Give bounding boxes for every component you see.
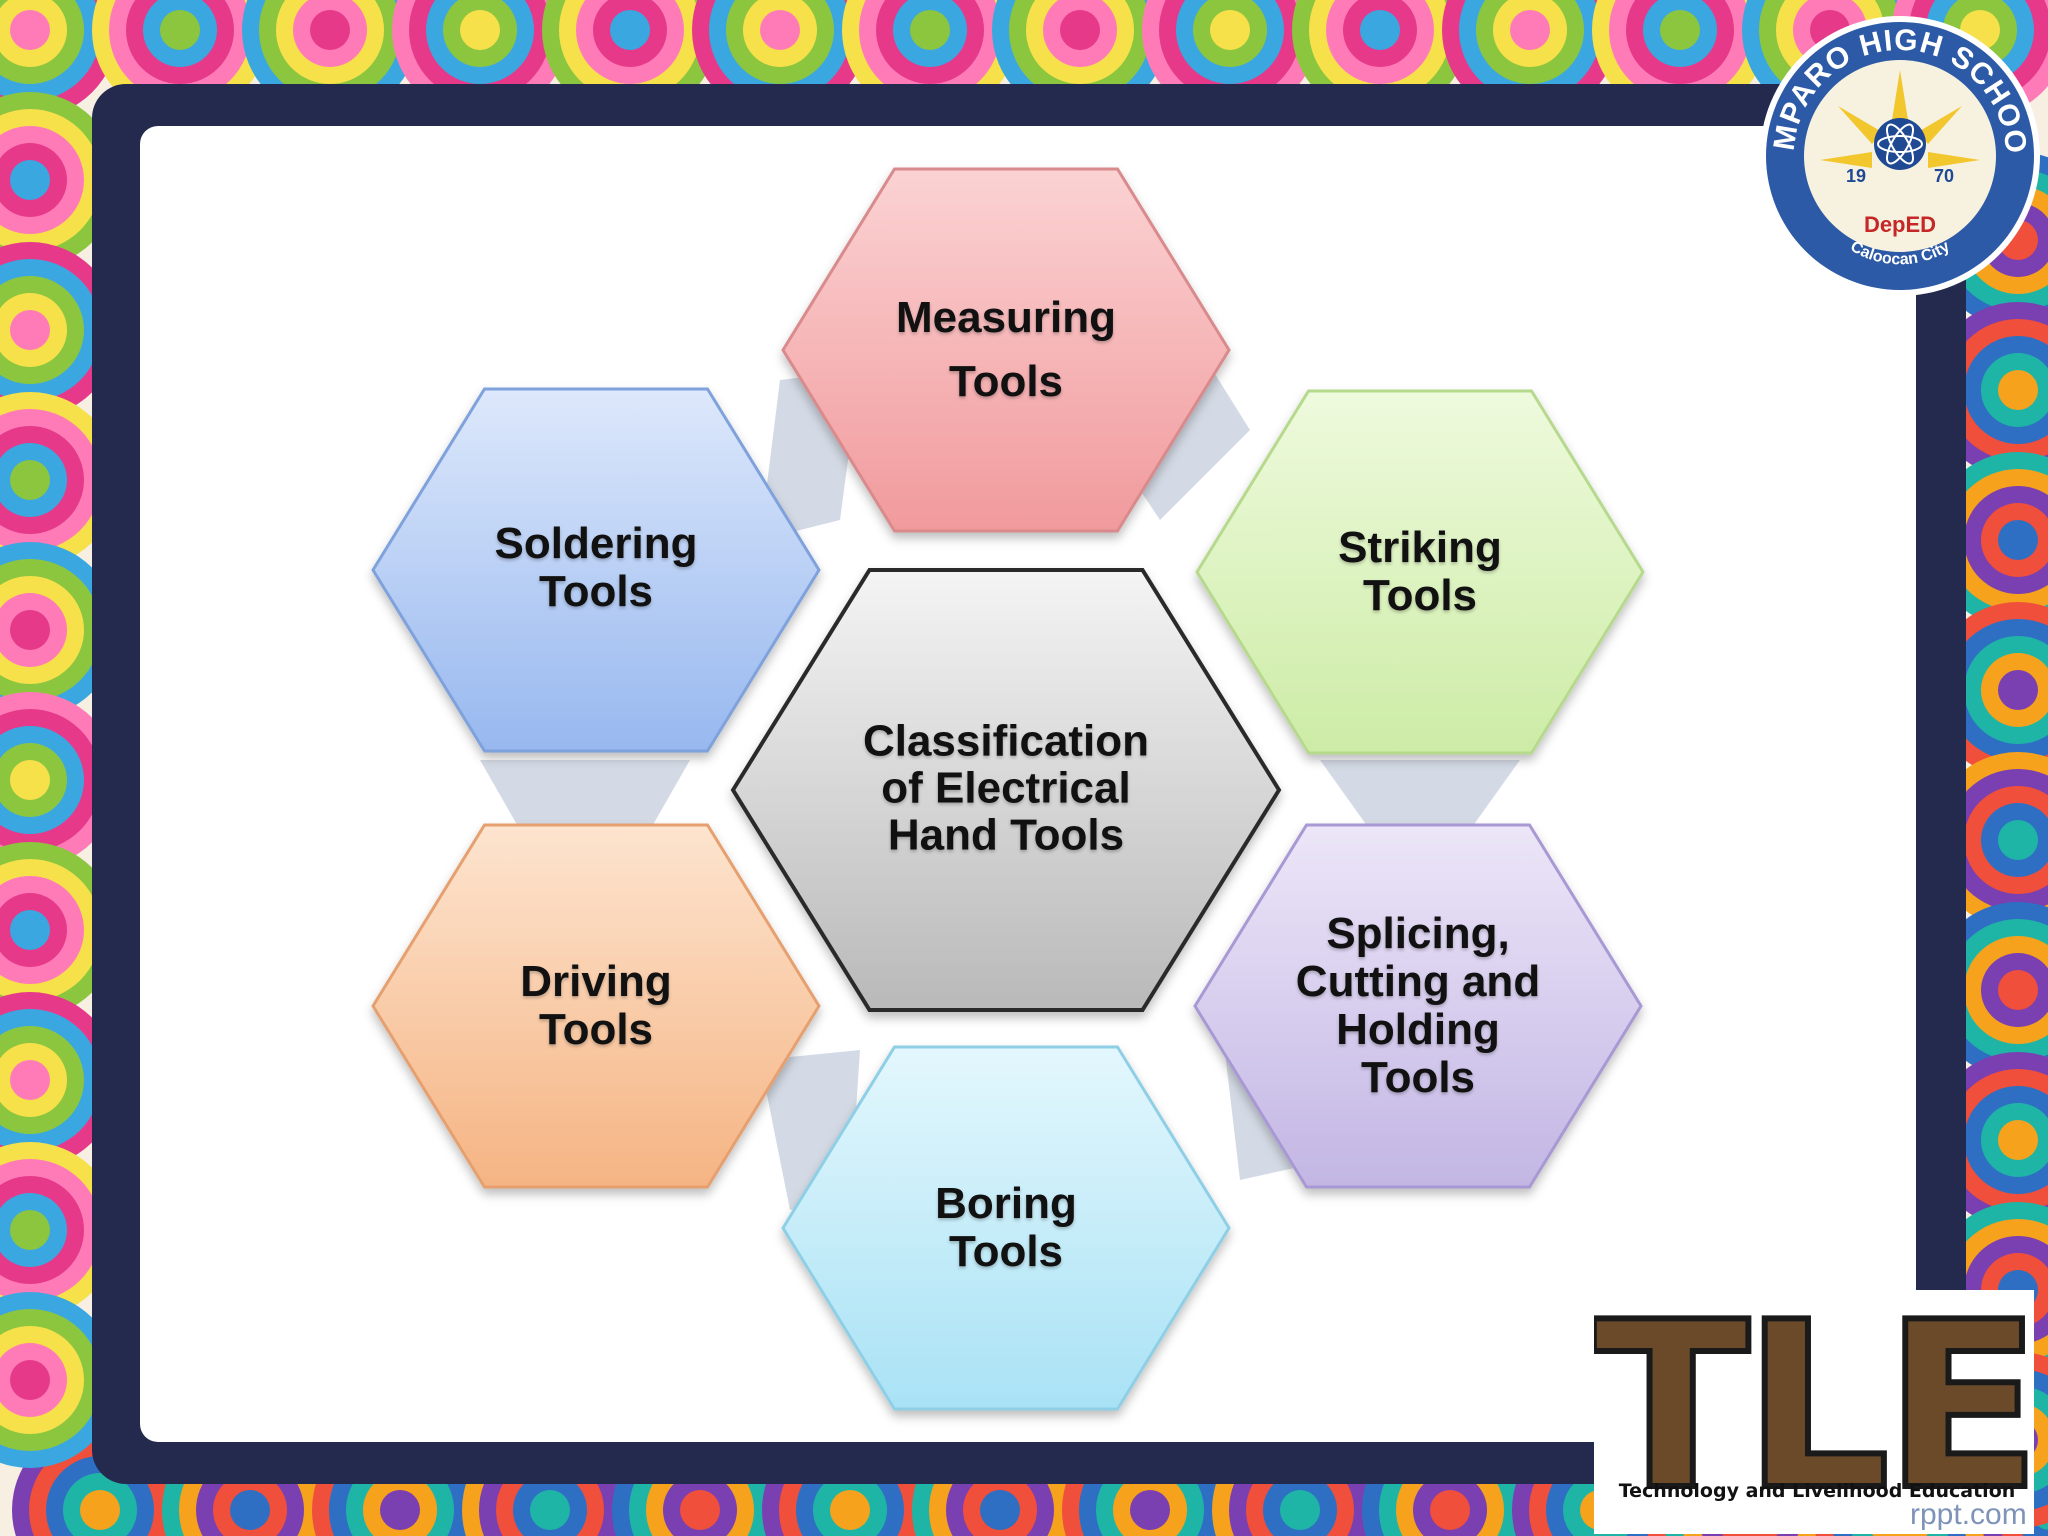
decorative-circle [910, 10, 950, 50]
decorative-circle [10, 1360, 50, 1400]
decorative-circle [1360, 10, 1400, 50]
decorative-circle [760, 10, 800, 50]
decorative-circle [460, 10, 500, 50]
tle-caption: Technology and Livelihood Education [1618, 1480, 2016, 1502]
splicing-hexagon [1193, 823, 1643, 1189]
decorative-circle [310, 10, 350, 50]
decorative-circle [1998, 820, 2038, 860]
decorative-circle [980, 1490, 1020, 1530]
decorative-circle [1210, 10, 1250, 50]
decorative-circle [1280, 1490, 1320, 1530]
decorative-circle [10, 910, 50, 950]
tle-logo: TLE [1594, 1290, 2034, 1534]
decorative-circle [10, 460, 50, 500]
measuring-tools-label: Measuring Tools [895, 293, 1117, 406]
decorative-circle [1998, 670, 2038, 710]
decorative-circle [230, 1490, 270, 1530]
center-hexagon-label: Classification of Electrical Hand Tools [862, 716, 1150, 860]
decorative-circle [1430, 1490, 1470, 1530]
center-hexagon [730, 568, 1282, 1012]
decorative-circle [680, 1490, 720, 1530]
soldering-hexagon [371, 387, 821, 753]
decorative-circle [1510, 10, 1550, 50]
decorative-circle [1998, 520, 2038, 560]
decorative-circle [10, 1210, 50, 1250]
decorative-circle [530, 1490, 570, 1530]
tle-letters: TLE [1594, 1290, 2034, 1534]
boring-tools-label: Boring Tools [935, 1179, 1077, 1276]
seal-year-right: 70 [1934, 166, 1954, 186]
decorative-circle [160, 10, 200, 50]
school-seal-logo: 19 70 DepED AMPARO HIGH SCHOOL Caloocan … [1754, 10, 2040, 296]
decorative-circle [10, 760, 50, 800]
soldering-tools-label: Soldering Tools [494, 519, 698, 616]
decorative-circle [380, 1490, 420, 1530]
decorative-circle [80, 1490, 120, 1530]
watermark: rppt.com [1910, 1498, 2027, 1531]
boring-hexagon [781, 1045, 1231, 1411]
decorative-circle [1060, 10, 1100, 50]
decorative-circle [1998, 970, 2038, 1010]
driving-tools-label: Driving Tools [520, 957, 672, 1054]
splicing-tools-label: Splicing, Cutting and Holding Tools [1295, 909, 1541, 1102]
decorative-circle [610, 10, 650, 50]
decorative-circle [1998, 1120, 2038, 1160]
decorative-circle [10, 610, 50, 650]
decorative-circle [10, 10, 50, 50]
decorative-circle [10, 160, 50, 200]
decorative-circle [10, 1060, 50, 1100]
striking-hexagon [1195, 389, 1645, 755]
decorative-circle [1660, 10, 1700, 50]
seal-agency: DepED [1864, 212, 1936, 237]
decorative-circle [1998, 370, 2038, 410]
decorative-circle [830, 1490, 870, 1530]
striking-tools-label: Striking Tools [1338, 523, 1502, 620]
seal-year-left: 19 [1846, 166, 1866, 186]
measuring-hexagon [781, 167, 1231, 533]
driving-hexagon [371, 823, 821, 1189]
decorative-circle [1130, 1490, 1170, 1530]
decorative-circle [10, 310, 50, 350]
